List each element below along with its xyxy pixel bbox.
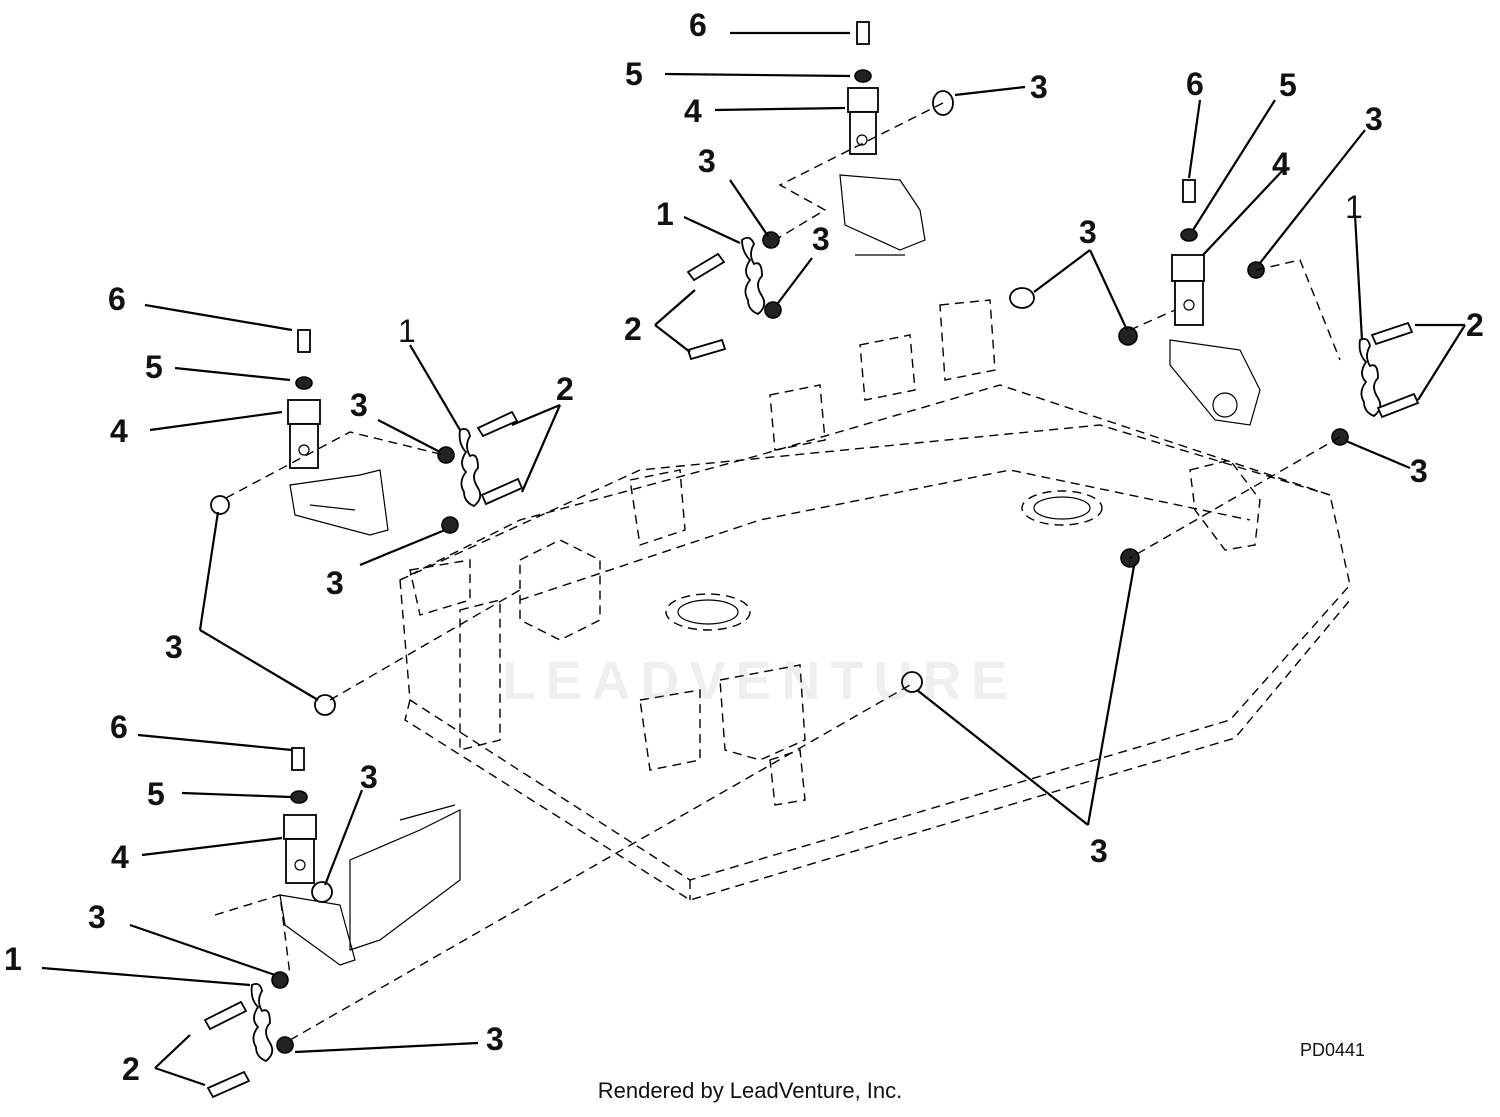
- callout-1: 1: [398, 313, 416, 349]
- callout-5: 5: [625, 56, 643, 92]
- mower-deck: [399, 299, 1351, 901]
- callout-labels: 6 5 4 3 3 1 3 2 6 5 4 3 1 2 3 3 6 5 4 3 …: [4, 7, 1484, 1087]
- leader-lines: [41, 31, 1466, 1087]
- hanger-assembly-left: [210, 329, 524, 716]
- callout-3: 3: [1030, 69, 1048, 105]
- callout-2: 2: [624, 311, 642, 347]
- callout-4: 4: [684, 93, 702, 129]
- callout-6: 6: [110, 709, 128, 745]
- callout-3: 3: [360, 759, 378, 795]
- callout-3: 3: [1365, 101, 1383, 137]
- callout-4: 4: [1272, 146, 1290, 182]
- callout-3: 3: [1079, 214, 1097, 250]
- callout-3: 3: [1410, 453, 1428, 489]
- callout-3: 3: [486, 1021, 504, 1057]
- callout-3: 3: [1090, 833, 1108, 869]
- callout-2: 2: [1466, 307, 1484, 343]
- callout-3: 3: [165, 629, 183, 665]
- callout-3: 3: [350, 387, 368, 423]
- callout-6: 6: [108, 281, 126, 317]
- callout-6: 6: [1186, 66, 1204, 102]
- footer-credit: Rendered by LeadVenture, Inc.: [597, 1078, 903, 1103]
- watermark: LEADVENTURE: [502, 651, 1018, 711]
- callout-2: 2: [122, 1051, 140, 1087]
- callout-3: 3: [326, 565, 344, 601]
- callout-1: 1: [1345, 189, 1363, 225]
- callout-1: 1: [4, 941, 22, 977]
- callout-3: 3: [698, 143, 716, 179]
- callout-3: 3: [88, 899, 106, 935]
- hanger-assembly-right: [901, 179, 1420, 693]
- callout-4: 4: [110, 413, 128, 449]
- callout-5: 5: [145, 349, 163, 385]
- callout-3: 3: [812, 221, 830, 257]
- callout-4: 4: [111, 839, 129, 875]
- hanger-assembly-top: [686, 21, 954, 361]
- drawing-code: PD0441: [1300, 1040, 1366, 1060]
- callout-6: 6: [689, 7, 707, 43]
- callout-1: 1: [656, 196, 674, 232]
- hanger-assembly-bottom-left: [203, 684, 911, 1099]
- callout-2: 2: [556, 371, 574, 407]
- callout-5: 5: [147, 776, 165, 812]
- callout-5: 5: [1279, 67, 1297, 103]
